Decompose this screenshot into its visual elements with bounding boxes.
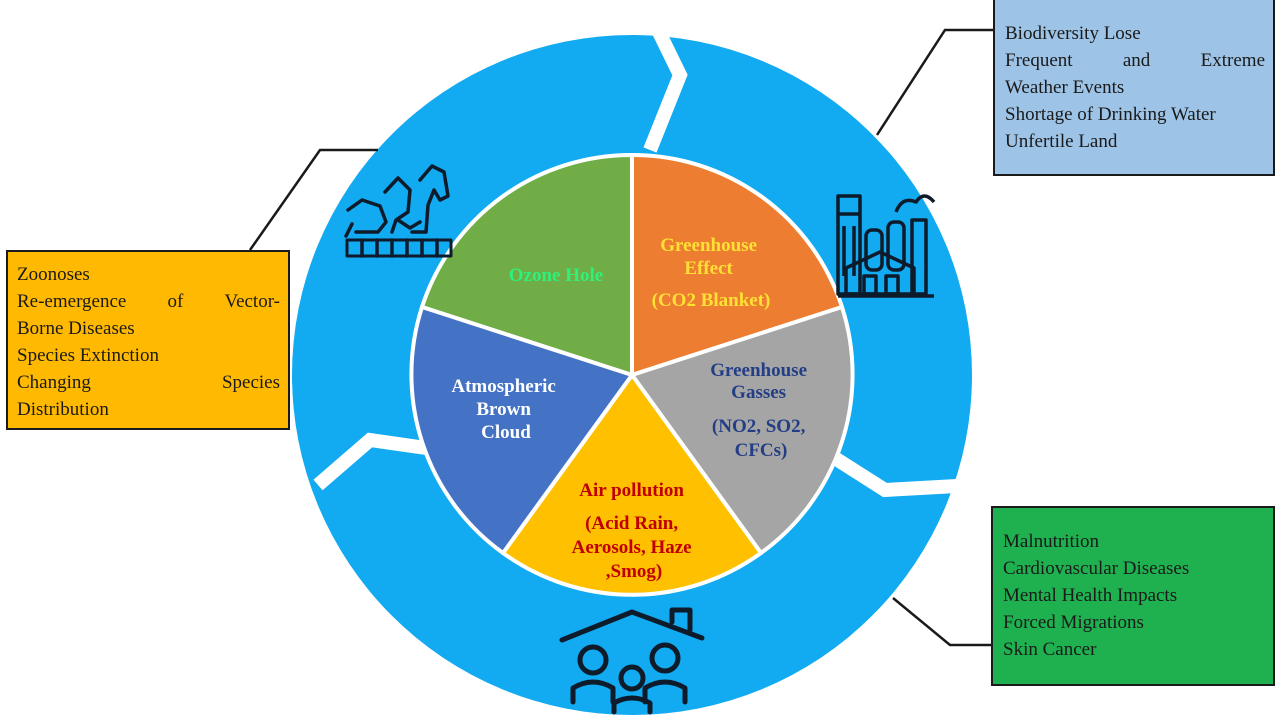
environment-impact-item: Unfertile Land xyxy=(1005,131,1118,152)
environment-impact-item: Weather Events xyxy=(1005,77,1125,98)
label-greenhouse-effect: Greenhouse Effect (CO2 Blanket) xyxy=(652,235,771,311)
ring-divider-right xyxy=(826,449,976,498)
justified-word: Frequent xyxy=(1005,50,1073,71)
slice-greenhouse-effect xyxy=(630,152,844,377)
label-greenhouse-gasses: Greenhouse Gasses (NO2, SO2, CFCs) xyxy=(710,360,812,461)
environment-impact-item: Biodiversity Lose xyxy=(1005,23,1141,44)
environment-impacts-box: Biodiversity Lose Frequent and Extreme Wea… xyxy=(993,0,1275,176)
connector-human xyxy=(892,597,991,647)
family-house-icon xyxy=(559,607,705,715)
animal-impact-item: Species Extinction xyxy=(17,345,159,366)
slice-atmospheric-brown-cloud xyxy=(409,305,634,555)
animal-impact-item: Re-emergence of Vector- xyxy=(17,288,280,315)
label-ozone-hole: Ozone Hole xyxy=(509,265,603,286)
ring-divider-left xyxy=(313,432,441,491)
human-impact-item: Mental Health Impacts xyxy=(1003,585,1178,606)
ring-divider-top xyxy=(643,26,688,153)
human-impact-item: Forced Migrations xyxy=(1003,612,1144,633)
animal-impact-item: Distribution xyxy=(17,399,109,420)
slice-air-pollution xyxy=(501,373,763,597)
connector-animals xyxy=(248,148,378,251)
justified-word: Changing xyxy=(17,372,91,393)
animal-impacts-box: Zoonoses Re-emergence of Vector- Borne Dis… xyxy=(6,250,290,430)
connector-environment xyxy=(875,28,993,136)
human-impact-item: Cardiovascular Diseases xyxy=(1003,558,1190,579)
justified-word: of xyxy=(167,291,184,312)
environment-impact-item: Shortage of Drinking Water xyxy=(1005,104,1216,125)
slice-greenhouse-gasses xyxy=(630,305,855,555)
human-impact-item: Malnutrition xyxy=(1003,531,1100,552)
justified-word: Extreme xyxy=(1200,50,1265,71)
human-impacts-box: Malnutrition Cardiovascular Diseases Men… xyxy=(991,506,1275,686)
slice-ozone-hole xyxy=(420,152,634,377)
justified-word: Vector- xyxy=(224,291,280,312)
animals-icon xyxy=(344,164,453,258)
label-air-pollution: Air pollution (Acid Rain, Aerosols, Haze… xyxy=(572,480,697,582)
environment-impact-item: Frequent and Extreme xyxy=(1005,47,1265,74)
pie xyxy=(409,152,855,597)
justified-word: Species xyxy=(221,372,280,393)
animal-impact-item: Changing Species xyxy=(17,369,280,396)
justified-word: Re-emergence xyxy=(17,291,127,312)
human-impact-item: Skin Cancer xyxy=(1003,639,1097,660)
animal-impact-item: Borne Diseases xyxy=(17,318,135,339)
justified-word: and xyxy=(1122,50,1151,71)
animal-impact-item: Zoonoses xyxy=(17,264,90,285)
factory-icon xyxy=(836,194,936,298)
label-atmospheric-brown-cloud: Atmospheric Brown Cloud xyxy=(451,376,560,443)
